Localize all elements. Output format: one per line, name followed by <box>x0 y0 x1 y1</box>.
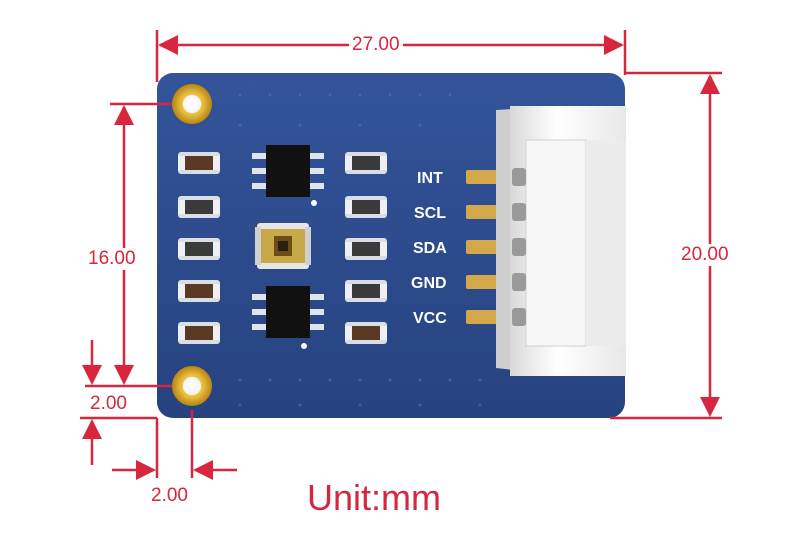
mounting-hole-top <box>172 84 212 124</box>
height-dimension-label: 20.00 <box>678 244 732 266</box>
hole-spacing-dimension-label: 16.00 <box>85 248 139 270</box>
pin-label-int: INT <box>417 170 443 187</box>
ic-chip-bottom <box>252 286 324 349</box>
connector-housing <box>496 106 626 376</box>
pin-label-sda: SDA <box>413 240 447 257</box>
hole-offset-y-label: 2.00 <box>87 393 130 415</box>
pin-label-scl: SCL <box>414 205 446 222</box>
board-vias <box>238 93 482 407</box>
left-resistors <box>178 152 220 344</box>
hole-offset-x-label: 2.00 <box>148 485 191 507</box>
pin-label-vcc: VCC <box>413 310 447 327</box>
unit-label: Unit:mm <box>307 477 441 518</box>
right-resistors <box>345 152 387 344</box>
mounting-hole-bottom <box>172 366 212 406</box>
pin-label-gnd: GND <box>411 275 447 292</box>
light-sensor <box>255 223 311 269</box>
ic-chip-top <box>252 145 324 206</box>
width-dimension-label: 27.00 <box>349 34 403 56</box>
